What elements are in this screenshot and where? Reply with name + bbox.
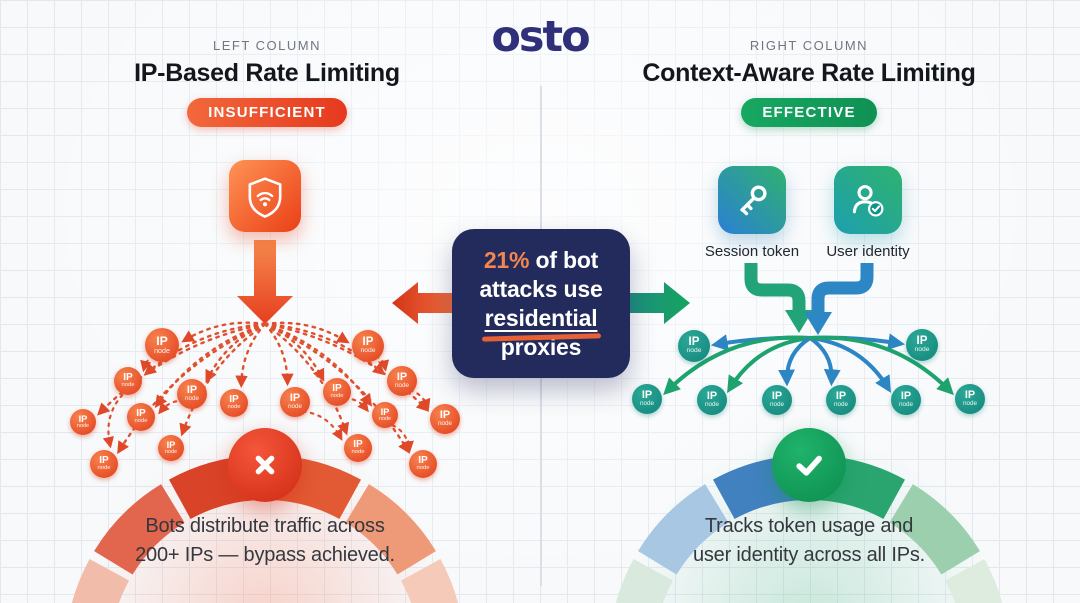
ip-node-sublabel: node [704, 401, 719, 409]
down-arrow [237, 240, 293, 324]
residential-underlined: residential [484, 305, 598, 331]
ip-node-sublabel: node [330, 393, 344, 400]
ip-node-sublabel: node [360, 347, 376, 355]
ip-node-sublabel: node [416, 465, 430, 472]
ip-node-sublabel: node [121, 382, 135, 389]
right-column-title: Context-Aware Rate Limiting [642, 59, 976, 87]
ip-node-sublabel: node [962, 400, 977, 408]
key-icon [740, 185, 767, 216]
shield-wifi-icon [248, 177, 282, 218]
ip-node-sublabel: node [394, 382, 409, 390]
effective-badge: EFFECTIVE [741, 98, 877, 127]
left-gauge-caption: Bots distribute traffic across 200+ IPs … [55, 512, 475, 570]
left-caption-line1: Bots distribute traffic across [145, 515, 385, 537]
right-column-header: RIGHT COLUMN Context-Aware Rate Limiting… [599, 38, 1019, 127]
ip-node-sublabel: node [639, 400, 654, 408]
success-circle [772, 428, 846, 502]
right-column-kicker: RIGHT COLUMN [749, 38, 869, 53]
ip-node-sublabel: node [351, 449, 365, 456]
check-icon [796, 455, 822, 476]
osto-logo: osto [491, 12, 590, 62]
ip-node-sublabel: node [227, 404, 241, 411]
stat-callout-box: 21% of bot attacks use residential proxi… [452, 229, 630, 378]
left-column-header: LEFT COLUMN IP-Based Rate Limiting INSUF… [57, 38, 477, 127]
stat-line-2: attacks use [479, 276, 603, 302]
ip-node-sublabel: node [134, 418, 148, 425]
stat-line-1: 21% of bot [452, 246, 630, 275]
ip-node-sublabel: node [437, 420, 452, 428]
ip-node-sublabel: node [164, 448, 178, 455]
user-identity-tile [834, 166, 902, 234]
ip-node-sublabel: node [76, 422, 90, 429]
ip-node-sublabel: node [378, 415, 392, 422]
left-pointer-arrow [392, 282, 452, 324]
ip-node-sublabel: node [97, 465, 111, 472]
ip-node-sublabel: node [898, 401, 913, 409]
user-identity-pipe [811, 263, 874, 312]
ip-node-sublabel: node [287, 403, 302, 411]
stat-line-3: residential [452, 304, 630, 333]
ip-node-sublabel: node [833, 401, 848, 409]
ip-node-sublabel: node [914, 346, 930, 354]
right-pointer-arrow [630, 282, 690, 324]
ip-node-sublabel: node [769, 401, 784, 409]
session-token-tile [718, 166, 786, 234]
insufficient-badge: INSUFFICIENT [187, 98, 347, 127]
left-column-kicker: LEFT COLUMN [213, 38, 321, 53]
right-gauge-caption: Tracks token usage and user identity acr… [599, 512, 1019, 570]
session-token-pipe [744, 263, 806, 312]
ip-node-sublabel: node [154, 346, 170, 355]
right-caption-line2: user identity across all IPs. [692, 544, 926, 566]
stat-suffix: of bot [529, 247, 599, 273]
failure-circle [228, 428, 302, 502]
stat-value: 21% [483, 247, 530, 273]
user-check-icon [852, 185, 884, 217]
ip-node-sublabel: node [686, 347, 702, 355]
user-pipe-arrowhead [804, 312, 832, 335]
ip-node-label: IP [156, 334, 168, 349]
left-column-title: IP-Based Rate Limiting [134, 59, 400, 87]
rate-limiter-tile [229, 160, 301, 232]
right-caption-line1: Tracks token usage and [704, 515, 914, 537]
x-icon [255, 455, 275, 475]
user-identity-label: User identity [826, 243, 910, 260]
left-caption-line2: 200+ IPs — bypass achieved. [135, 544, 395, 566]
ip-node-sublabel: node [184, 395, 199, 403]
